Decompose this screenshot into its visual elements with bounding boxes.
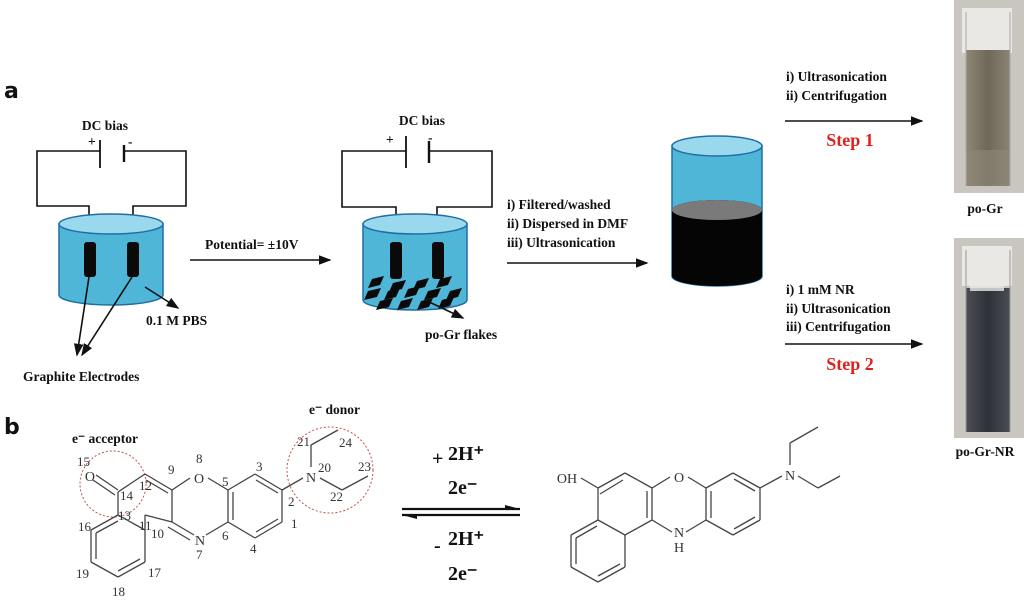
num-24: 24 bbox=[339, 435, 353, 450]
condition-dispersed: ii) Dispersed in DMF bbox=[507, 216, 628, 231]
num-8: 8 bbox=[196, 451, 203, 466]
num-10: 10 bbox=[151, 526, 164, 541]
flakes-pointer bbox=[424, 299, 465, 319]
potential-label: Potential= ±10V bbox=[205, 237, 299, 252]
panel-b-label: b bbox=[4, 415, 20, 440]
step1-condition-2: ii) Centrifugation bbox=[786, 88, 887, 103]
dispersion-beaker bbox=[671, 135, 763, 287]
num-13: 13 bbox=[118, 508, 131, 523]
num-4: 4 bbox=[250, 541, 257, 556]
electrode-pointer-1 bbox=[73, 276, 90, 357]
atom-n-bridge: N bbox=[674, 526, 684, 541]
num-9: 9 bbox=[168, 462, 175, 477]
atom-o-bridge: O bbox=[674, 471, 684, 486]
num-3: 3 bbox=[256, 459, 263, 474]
electrolysis-cell-2: DC bias + - po-Gr flakes bbox=[341, 113, 497, 342]
electrolyte-pointer bbox=[144, 286, 180, 309]
dc-bias-label-1: DC bias bbox=[82, 118, 128, 133]
step2-condition-2: ii) Ultrasonication bbox=[786, 301, 891, 316]
atom-n20: N bbox=[306, 471, 316, 486]
step2-label: Step 2 bbox=[826, 354, 874, 374]
num-18: 18 bbox=[112, 584, 125, 599]
num-20: 20 bbox=[318, 460, 331, 475]
num-5: 5 bbox=[222, 474, 229, 489]
graphite-electrode-3 bbox=[390, 242, 402, 279]
electrode-pointer-2 bbox=[81, 276, 133, 357]
reverse-electrons: 2e⁻ bbox=[448, 563, 477, 585]
reverse-protons: 2H⁺ bbox=[448, 528, 484, 550]
po-gr-nr-label: po-Gr-NR bbox=[956, 444, 1015, 459]
battery-symbol-1 bbox=[99, 140, 126, 168]
reduced-nile-red-structure: OH O N H N bbox=[557, 426, 841, 583]
atom-oh: OH bbox=[557, 472, 577, 487]
panel-a-label: a bbox=[4, 79, 19, 104]
beaker-1 bbox=[58, 213, 164, 306]
redox-equilibrium: + 2H⁺ 2e⁻ - 2H⁺ 2e⁻ bbox=[402, 443, 520, 585]
dc-bias-label-2: DC bias bbox=[399, 113, 445, 128]
graphite-electrode-2 bbox=[127, 242, 139, 277]
num-11: 11 bbox=[139, 518, 152, 533]
num-17: 17 bbox=[148, 565, 162, 580]
step-1: i) Ultrasonication ii) Centrifugation St… bbox=[785, 69, 924, 150]
num-1: 1 bbox=[291, 516, 298, 531]
flakes-label: po-Gr flakes bbox=[425, 327, 497, 342]
forward-protons: 2H⁺ bbox=[448, 443, 484, 465]
step2-condition-1: i) 1 mM NR bbox=[786, 282, 855, 297]
step1-label: Step 1 bbox=[826, 130, 874, 150]
condition-filtered: i) Filtered/washed bbox=[507, 197, 611, 212]
electrodes-label: Graphite Electrodes bbox=[23, 369, 139, 384]
equilibrium-arrows bbox=[402, 505, 520, 519]
atom-o15: O bbox=[85, 470, 95, 485]
acceptor-label: e⁻ acceptor bbox=[72, 431, 138, 446]
step1-condition-1: i) Ultrasonication bbox=[786, 69, 887, 84]
atom-h-bridge: H bbox=[674, 541, 684, 556]
reverse-sign: - bbox=[434, 535, 441, 557]
minus-sign-2: - bbox=[428, 130, 433, 145]
dispersion-surface bbox=[672, 200, 762, 220]
atom-n7: N bbox=[195, 534, 205, 549]
num-16: 16 bbox=[78, 519, 92, 534]
electrolysis-cell-1: DC bias + - 0.1 M PBS Graphite Electrode… bbox=[23, 118, 207, 384]
electrolyte-label: 0.1 M PBS bbox=[146, 313, 207, 328]
po-gr-flakes bbox=[364, 276, 462, 310]
num-15: 15 bbox=[77, 454, 90, 469]
condition-ultrasonication: iii) Ultrasonication bbox=[507, 235, 616, 250]
atom-numbering: 1 2 3 4 5 6 7 8 9 10 11 12 13 14 15 16 1… bbox=[76, 434, 371, 599]
process-2-conditions: i) Filtered/washed ii) Dispersed in DMF … bbox=[507, 197, 628, 250]
forward-electrons: 2e⁻ bbox=[448, 477, 477, 499]
num-19: 19 bbox=[76, 566, 89, 581]
minus-sign-1: - bbox=[128, 134, 133, 149]
battery-symbol-2 bbox=[405, 136, 431, 168]
po-gr-label: po-Gr bbox=[967, 201, 1002, 216]
donor-highlight-circle bbox=[286, 426, 374, 514]
num-21: 21 bbox=[297, 434, 310, 449]
num-23: 23 bbox=[358, 459, 371, 474]
num-12: 12 bbox=[139, 478, 152, 493]
num-22: 22 bbox=[330, 489, 343, 504]
po-gr-cuvette-photo bbox=[954, 0, 1024, 193]
plus-sign-1: + bbox=[88, 134, 96, 149]
num-14: 14 bbox=[120, 488, 134, 503]
forward-sign: + bbox=[432, 448, 443, 470]
atom-o8: O bbox=[194, 472, 204, 487]
donor-label: e⁻ donor bbox=[309, 402, 360, 417]
atom-n-amine: N bbox=[785, 469, 795, 484]
step2-condition-3: iii) Centrifugation bbox=[786, 319, 891, 334]
num-7: 7 bbox=[196, 547, 203, 562]
step-2: i) 1 mM NR ii) Ultrasonication iii) Cent… bbox=[785, 282, 924, 374]
plus-sign-2: + bbox=[386, 132, 394, 147]
num-2: 2 bbox=[288, 494, 295, 509]
po-gr-nr-cuvette-photo bbox=[954, 238, 1024, 438]
acceptor-highlight-circle bbox=[79, 450, 147, 518]
nile-red-structure: O O N N 1 2 3 4 5 6 7 8 9 10 11 12 13 14… bbox=[76, 429, 371, 599]
graphite-electrode-4 bbox=[432, 242, 444, 279]
num-6: 6 bbox=[222, 528, 229, 543]
graphite-electrode-1 bbox=[84, 242, 96, 277]
